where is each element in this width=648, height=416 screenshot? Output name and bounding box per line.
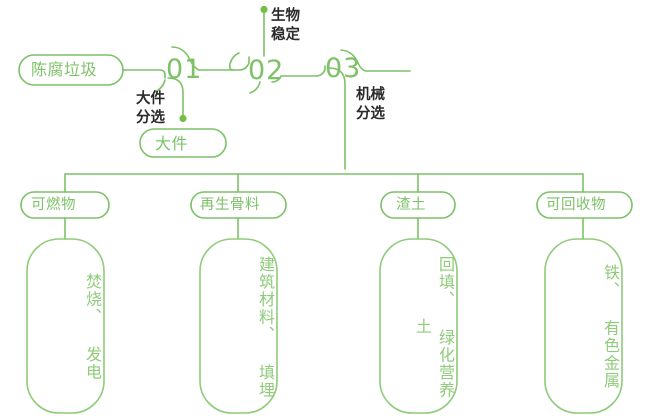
stage2-arc-bottomleft	[249, 81, 261, 94]
source-pill-label: 陈腐垃圾	[31, 60, 98, 79]
biostable-dot	[260, 5, 268, 14]
stage-number-02: 02	[248, 55, 285, 86]
outcome-box-recyclables	[544, 238, 623, 414]
outcome-box-slag	[379, 238, 458, 414]
connector-stage3-trunk	[328, 67, 346, 170]
outcome-box-combustible	[26, 238, 105, 414]
connector-stage1-to-bulky	[167, 77, 184, 118]
connector-stage2-to-stage3	[271, 65, 326, 83]
bulky-branch-dot	[179, 114, 187, 123]
output-label-combustible: 可燃物	[31, 197, 76, 213]
stage-number-01: 01	[166, 54, 203, 85]
process-label-mechanical-sorting: 机械 分选	[356, 87, 385, 122]
bulky-pill-label: 大件	[155, 134, 189, 153]
output-pill-recyclables	[536, 191, 633, 219]
stage-number-03: 03	[325, 53, 362, 84]
process-label-bio-stabilization: 生物 稳定	[271, 8, 300, 43]
outcome-text-recyclables: 铁、 有色金属	[601, 264, 620, 390]
bulky-pill-outline	[139, 128, 227, 158]
outcome-text-combustible: 焚烧、 发电	[83, 273, 102, 381]
stage3-arc-top	[340, 49, 367, 72]
stage1-arc-top	[171, 46, 200, 71]
output-label-recyclables: 可回收物	[546, 197, 606, 213]
outcome-text-aggregate: 建筑材料、 填埋	[256, 255, 275, 399]
stage1-arc-bottom	[154, 79, 166, 93]
outcome-text-slag: 回填、 绿化营养土	[412, 255, 455, 399]
stage2-arc-left	[229, 52, 240, 71]
output-label-slag: 渣土	[396, 197, 426, 213]
connector-source-to-stage1	[122, 69, 166, 79]
output-label-aggregate: 再生骨料	[200, 197, 260, 213]
connector-stage1-to-stage2	[198, 56, 250, 71]
process-label-bulky-sorting: 大件 分选	[136, 91, 165, 126]
outcome-box-aggregate	[199, 238, 278, 414]
